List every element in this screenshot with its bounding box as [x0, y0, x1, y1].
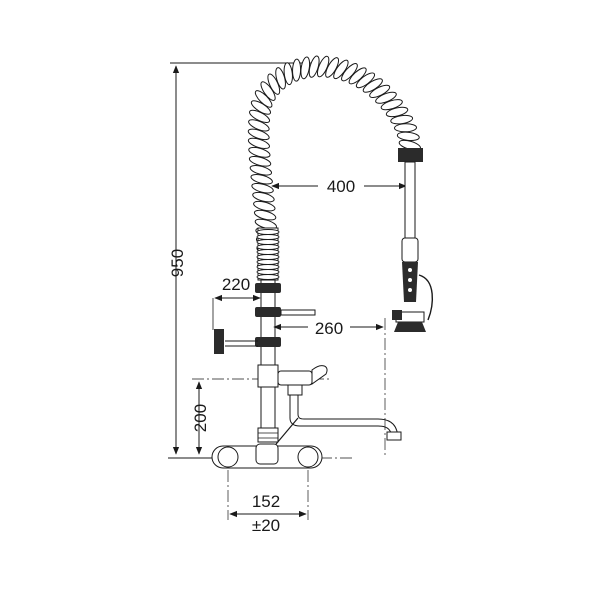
- hose-coil-turn: [396, 131, 420, 141]
- spray-head: [394, 322, 426, 332]
- dimension-hose-reach: 400: [271, 176, 407, 196]
- hose-coil-turn: [253, 209, 277, 221]
- hose-coil-turn: [248, 155, 272, 167]
- mixer-body: [257, 364, 328, 396]
- bellows-ring: [256, 234, 280, 240]
- dimension-label-220: 220: [222, 275, 250, 294]
- spray-tube: [404, 161, 416, 245]
- mixer-lever: [311, 365, 328, 385]
- wall-mount-body: [211, 443, 323, 469]
- wall-eccentric-right: [297, 446, 319, 468]
- pipe-collar-low: [255, 337, 281, 347]
- riser-pipe: [255, 279, 281, 443]
- bellows-ring: [256, 264, 280, 270]
- hose-coil-turn: [247, 128, 270, 141]
- wall-plate: [214, 329, 224, 354]
- hose-coil-turn: [248, 146, 271, 158]
- hose-coil-turn: [249, 165, 273, 176]
- dimension-label-tolerance: ±20: [252, 516, 280, 535]
- bellows-ring: [256, 274, 280, 280]
- pipe-nut: [257, 427, 279, 443]
- dimension-label-152: 152: [252, 492, 280, 511]
- pipe-collar-top: [255, 283, 281, 293]
- dimension-centres: 152 ±20: [229, 492, 307, 535]
- bellows-ring: [256, 259, 280, 265]
- dimension-bracket-reach: 220: [212, 275, 261, 330]
- hose-coil-turn: [247, 137, 270, 149]
- side-arm: [280, 309, 316, 316]
- hose-coupling: [398, 148, 423, 162]
- hose-coil-turn: [394, 123, 418, 133]
- bellows-ring: [256, 244, 280, 250]
- dimension-label-260: 260: [315, 319, 343, 338]
- hose-coil-turn: [292, 58, 302, 82]
- dimension-label-400: 400: [327, 177, 355, 196]
- swivel-spout: [265, 395, 402, 457]
- dimension-height-total: 950: [168, 62, 318, 459]
- wall-eccentric-left: [217, 446, 239, 468]
- hose-bellows: [256, 227, 280, 281]
- dimension-label-950: 950: [168, 249, 187, 277]
- dimension-spray-offset: 260: [273, 318, 384, 338]
- hose-coil-turn: [252, 191, 275, 203]
- spout-aerator: [386, 431, 402, 441]
- wall-bracket: [214, 329, 258, 354]
- dimension-label-200: 200: [191, 404, 210, 432]
- bellows-ring: [256, 269, 280, 275]
- pipe-collar-mid: [255, 307, 281, 317]
- spray-lever: [418, 274, 433, 321]
- bellows-ring: [256, 249, 280, 255]
- hose-coil-turn: [253, 200, 276, 212]
- hose-coil-turn: [250, 174, 273, 185]
- hose-coil-turn: [251, 182, 274, 194]
- bellows-ring: [256, 229, 280, 235]
- pre-rinse-spray-gun: [392, 148, 433, 332]
- bellows-ring: [256, 239, 280, 245]
- bellows-ring: [256, 254, 280, 260]
